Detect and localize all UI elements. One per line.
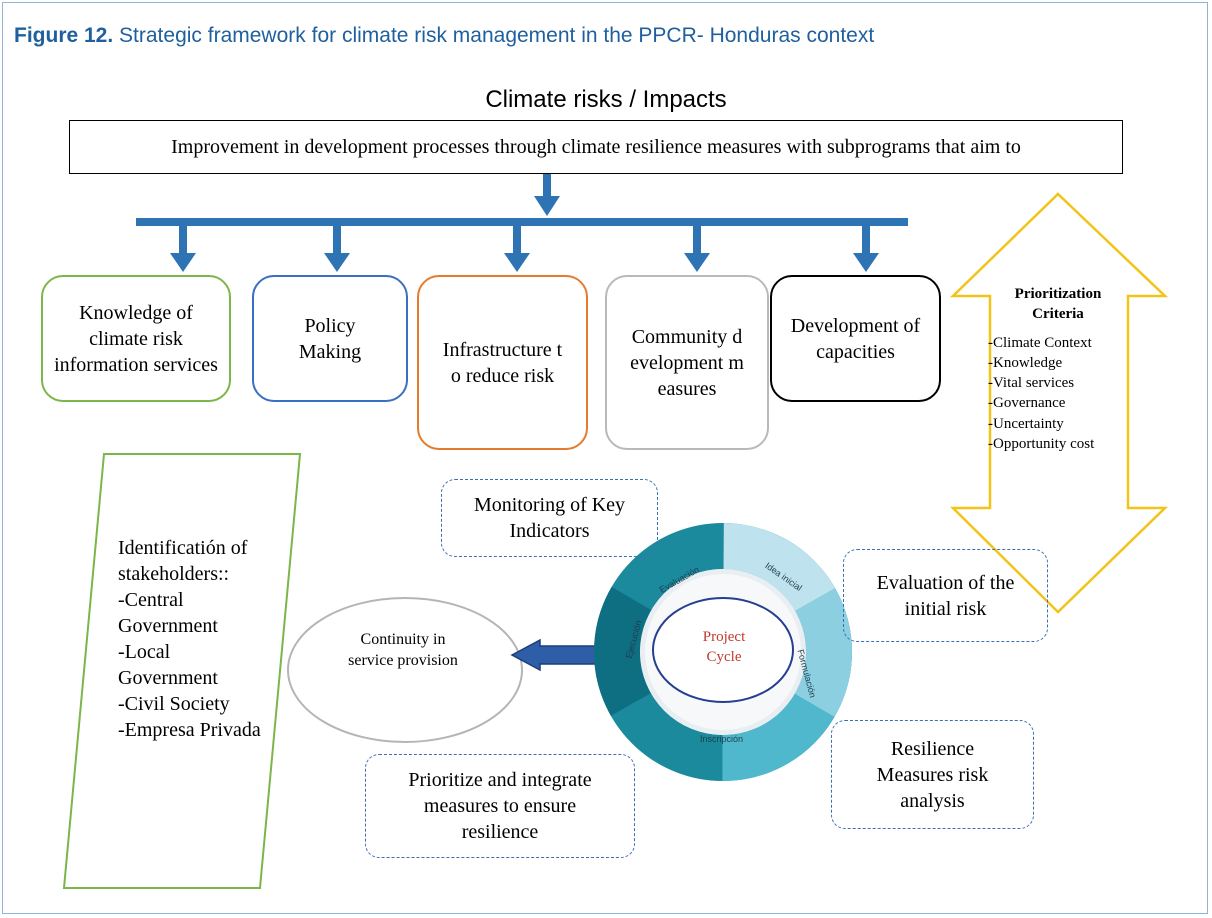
- prioritization-criteria: Prioritization Criteria -Climate Context…: [988, 284, 1128, 454]
- criteria-item: -Vital services: [988, 375, 1075, 391]
- stakeholders-parallelogram: [62, 453, 302, 889]
- evaluation-label: Evaluation of the initial risk: [876, 571, 1015, 620]
- connector-arrow-2: [324, 226, 350, 272]
- monitoring-label: Monitoring of Key Indicators: [473, 494, 626, 542]
- figure-label: Figure 12.: [14, 24, 114, 47]
- subprogram-policy-label: Policy Making: [298, 314, 362, 363]
- criteria-item: -Knowledge: [988, 354, 1063, 371]
- subprogram-knowledge-box: Knowledge of climate risk information se…: [41, 275, 231, 402]
- criteria-title: Prioritization Criteria: [1014, 286, 1102, 323]
- subprogram-capacities-label: Development of capacities: [790, 314, 921, 363]
- monitoring-box: Monitoring of Key Indicators: [441, 479, 658, 557]
- stage-inscripcion: Inscripción: [700, 734, 743, 744]
- stakeholder-item: -Central Government: [118, 589, 218, 637]
- resilience-label: Resilience Measures risk analysis: [876, 737, 989, 812]
- connector-arrow-5: [853, 226, 879, 272]
- stakeholder-item: -Local Government: [118, 641, 218, 689]
- prioritization-double-arrow: [949, 192, 1169, 614]
- project-cycle-wheel: Evaluación Idea inicial Formulación Insc…: [594, 523, 852, 781]
- connector-arrow-4: [684, 226, 710, 272]
- project-cycle-ellipse: [652, 597, 794, 703]
- subprogram-knowledge-label: Knowledge of climate risk information se…: [54, 301, 218, 376]
- criteria-item: -Uncertainty: [988, 415, 1064, 432]
- subprogram-infrastructure-box: Infrastructure to reduce risk: [417, 275, 588, 450]
- figure-title: Figure 12. Strategic framework for clima…: [14, 24, 874, 48]
- stakeholders-title: Identificatión of stakeholders::: [118, 537, 248, 585]
- criteria-item: -Governance: [988, 395, 1066, 412]
- resilience-box: Resilience Measures risk analysis: [831, 720, 1034, 829]
- continuity-ellipse: [287, 597, 523, 743]
- criteria-item: -Opportunity cost: [988, 435, 1095, 452]
- subprogram-capacities-box: Development of capacities: [770, 275, 941, 402]
- evaluation-box: Evaluation of the initial risk: [843, 549, 1048, 642]
- prioritize-label: Prioritize and integrate measures to ens…: [408, 769, 592, 843]
- diagram-subtitle: Climate risks / Impacts: [485, 86, 727, 113]
- stakeholder-item: -Empresa Privada: [118, 719, 261, 741]
- top-box: Improvement in development processes thr…: [69, 120, 1123, 174]
- stakeholders-text: Identificatión of stakeholders:: -Centra…: [118, 535, 268, 743]
- continuity-label: Continuity in service provision: [348, 631, 458, 669]
- connector-arrow-1: [170, 226, 196, 272]
- criteria-item: -Climate Context: [988, 334, 1092, 351]
- subprogram-community-box: Community development measures: [605, 275, 769, 450]
- project-cycle-label: Project Cycle: [702, 629, 746, 665]
- subprogram-policy-box: Policy Making: [252, 275, 408, 402]
- subprogram-community-label: Community development measures: [630, 325, 744, 400]
- connector-tree: [136, 174, 908, 272]
- prioritize-box: Prioritize and integrate measures to ens…: [365, 754, 635, 858]
- figure-title-text: Strategic framework for climate risk man…: [119, 24, 875, 47]
- stakeholder-item: -Civil Society: [118, 693, 230, 715]
- subprogram-infrastructure-label: Infrastructure to reduce risk: [442, 338, 563, 387]
- connector-arrow-3: [504, 226, 530, 272]
